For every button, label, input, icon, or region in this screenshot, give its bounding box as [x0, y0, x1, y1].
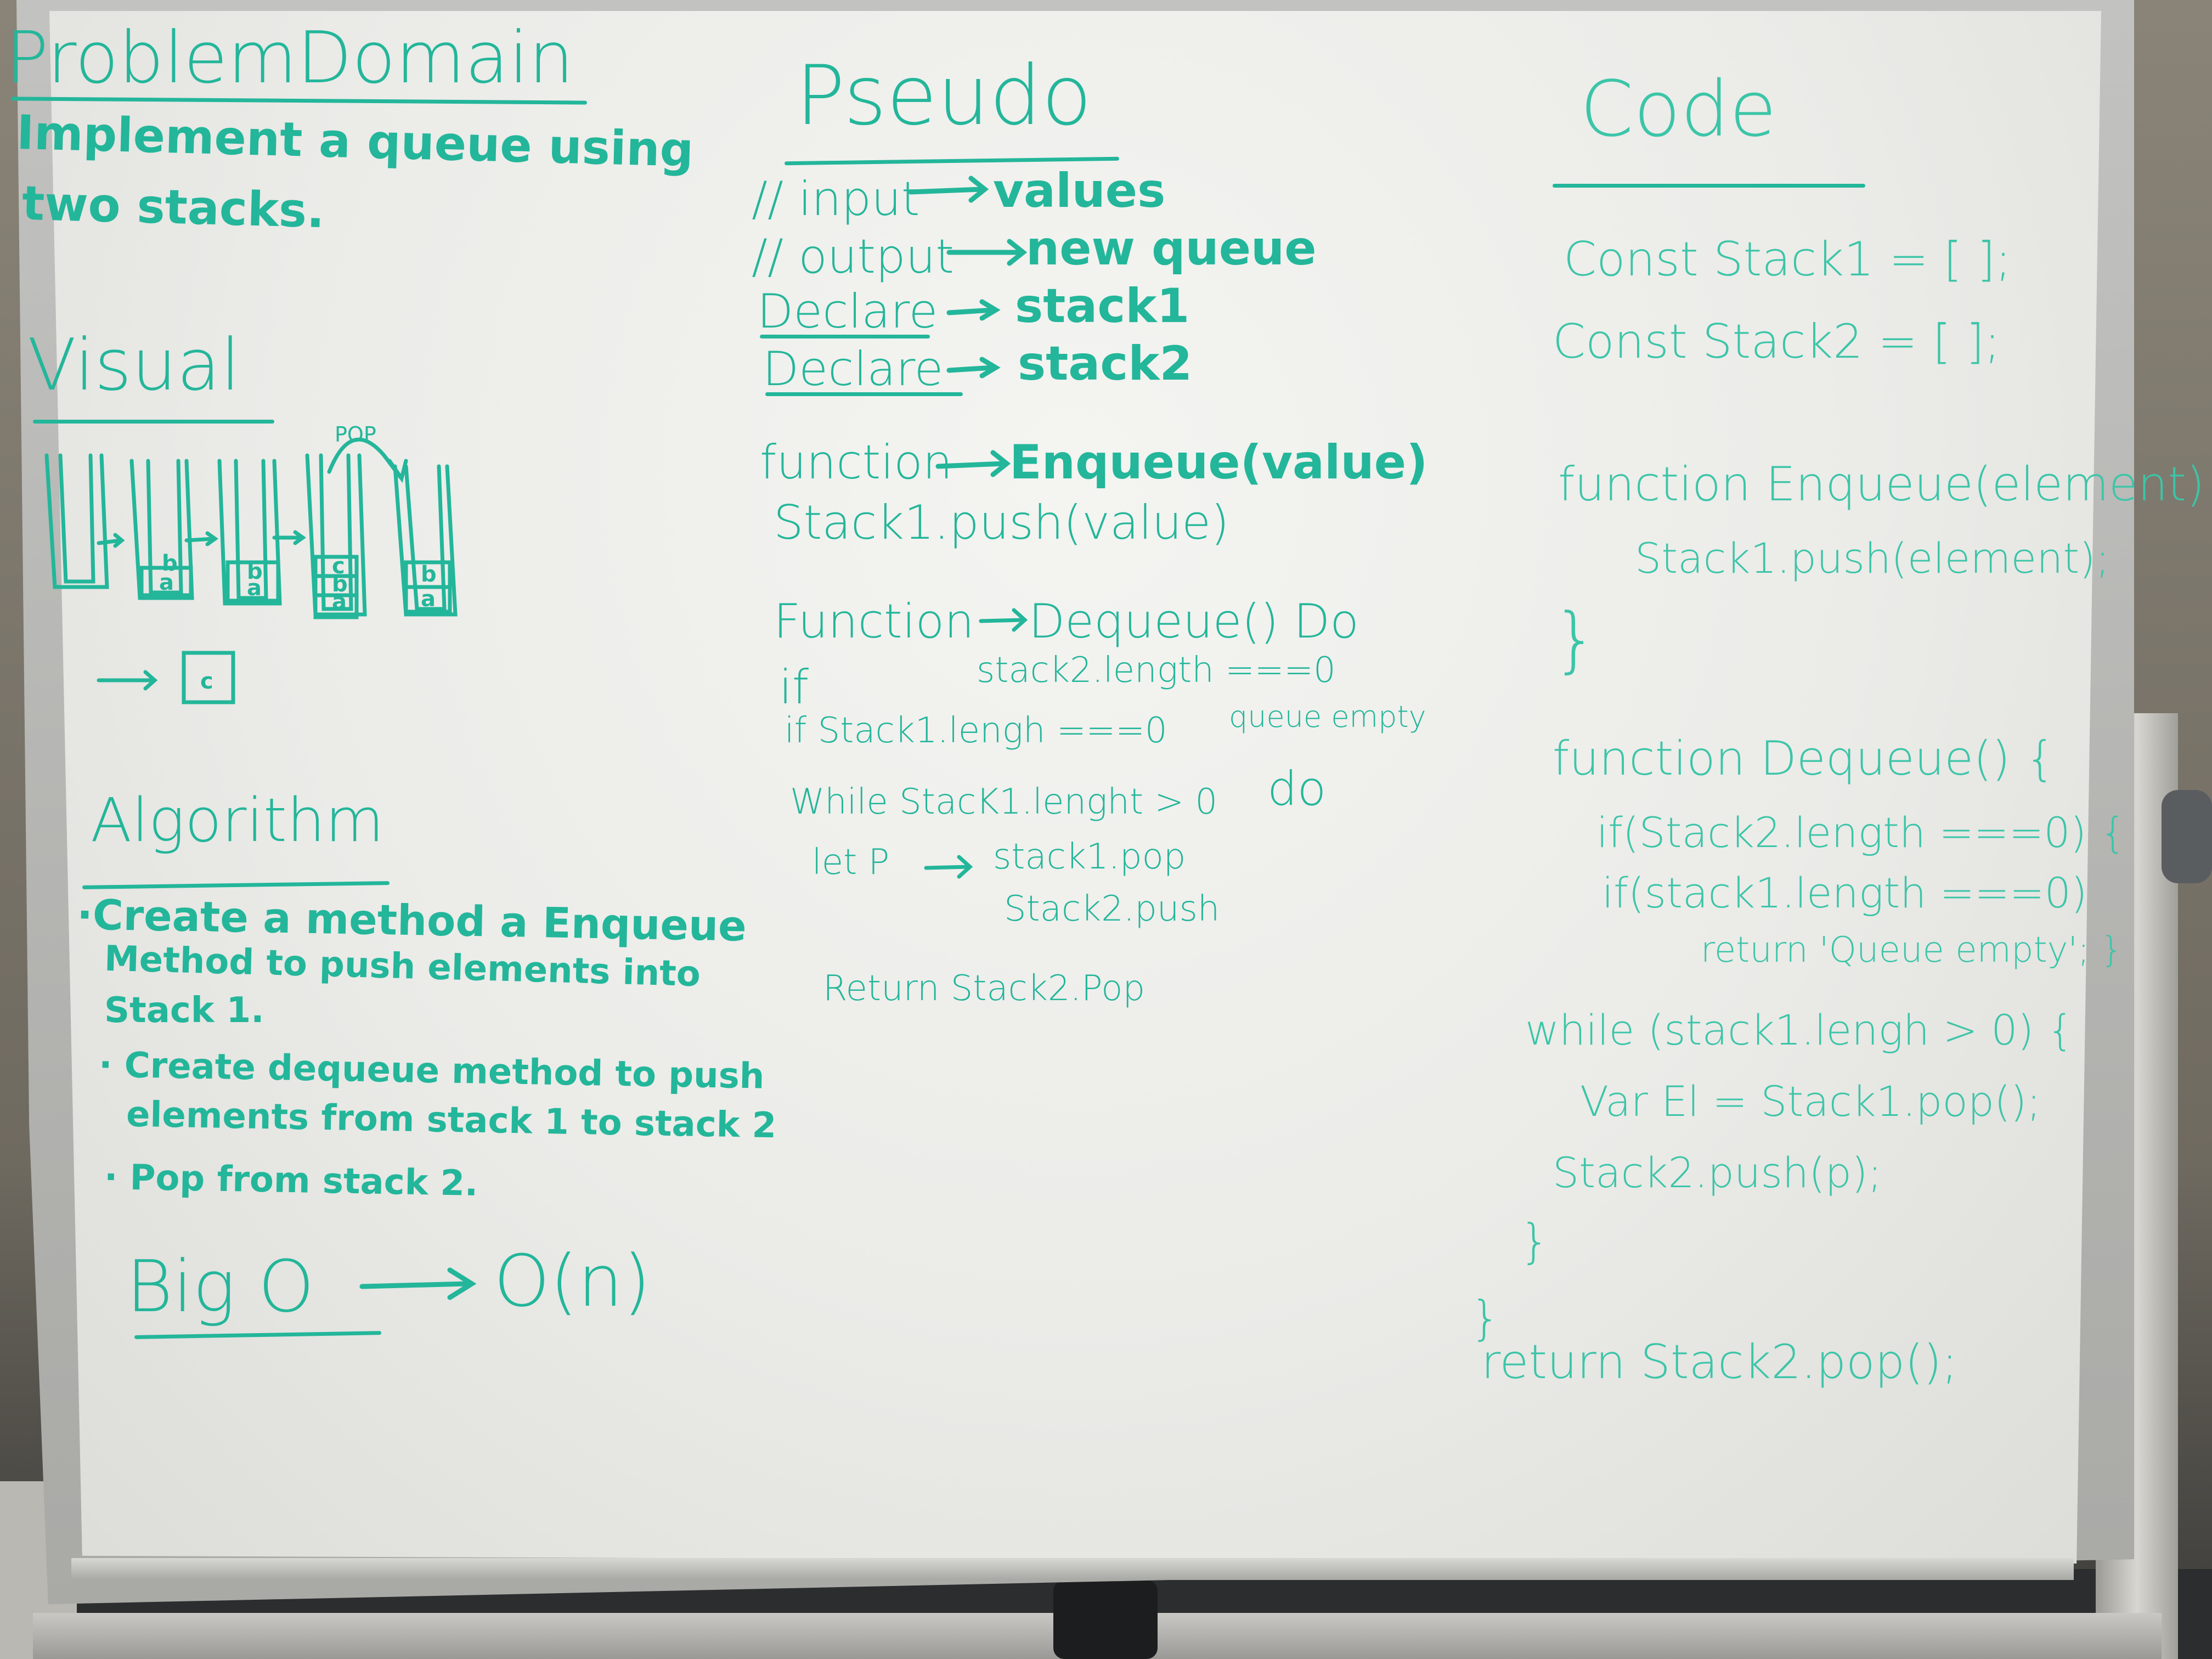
code-line-return-queue-empty: return 'Queue empty'; } — [1701, 930, 2123, 970]
code-underline — [1553, 184, 1865, 188]
algorithm-heading: Algorithm — [91, 785, 384, 855]
pseudo-stack2: stack2 — [1018, 336, 1193, 391]
stack5-item-b: b — [421, 562, 437, 587]
pseudo-stack1-push: Stack1.push(value) — [774, 495, 1229, 550]
pseudo-if-stack1-empty: if Stack1.lengh ===0 — [785, 710, 1167, 751]
visual-heading: Visual — [27, 323, 241, 407]
code-line-var-el: Var El = Stack1.pop(); — [1580, 1077, 2041, 1126]
big-o-value: O(n) — [494, 1239, 651, 1323]
pop-label: POP — [335, 422, 376, 447]
algorithm-item-1-end: Stack 1. — [104, 990, 264, 1031]
pseudo-input-comment: // input — [752, 172, 920, 227]
pseudo-while-loop: While StacK1.lenght > 0 — [790, 782, 1218, 822]
pseudo-enqueue-sig: Enqueue(value) — [1009, 435, 1428, 490]
pseudo-output-value: new queue — [1026, 221, 1317, 276]
pseudo-function-enqueue-kw: function — [760, 435, 953, 490]
stack-diagram: a b a b a b c a b c POP — [44, 422, 458, 704]
code-line-return-stack2-pop: return Stack2.pop(); — [1481, 1335, 1958, 1390]
code-line-close-brace-3: } — [1470, 1291, 1500, 1346]
pseudo-dequeue-arrow — [979, 608, 1028, 632]
code-line-if-stack2: if(Stack2.length ===0) { — [1596, 808, 2126, 857]
dequeued-item-c: c — [200, 669, 213, 694]
stand-knob — [2162, 790, 2212, 883]
problem-domain-heading: ProblemDomain — [5, 16, 574, 99]
pseudo-let-arrow — [924, 855, 973, 879]
pseudo-stack1-pop: stack1.pop — [993, 837, 1186, 877]
pseudo-stack2-push: Stack2.push — [1004, 889, 1220, 929]
code-line-function-enqueue: function Enqueue(element) { — [1558, 457, 2212, 512]
pseudo-declare-1: Declare — [757, 284, 938, 339]
pseudo-stack2-length-check: stack2.length ===0 — [977, 650, 1336, 691]
big-o-label: Big O — [126, 1245, 314, 1328]
pseudo-enqueue-arrow — [935, 450, 1011, 477]
algorithm-item-3: · Pop from stack 2. — [104, 1157, 479, 1204]
pseudo-dequeue-sig: Dequeue() Do — [1029, 594, 1359, 649]
stack2-item-b: b — [162, 551, 178, 576]
pseudo-queue-empty-note: queue empty — [1229, 699, 1426, 734]
code-line-close-brace-2: } — [1520, 1214, 1550, 1269]
code-heading: Code — [1580, 65, 1777, 154]
code-line-const-stack1: Const Stack1 = [ ]; — [1564, 232, 2011, 287]
pseudo-input-value: values — [993, 163, 1166, 218]
pseudo-declare-2: Declare — [763, 342, 944, 397]
code-line-const-stack2: Const Stack2 = [ ]; — [1553, 314, 2000, 369]
marker-tray — [71, 1558, 2074, 1580]
pseudo-if-1: if — [779, 660, 809, 715]
pseudo-return-stack2-pop: Return Stack2.Pop — [823, 968, 1146, 1009]
stack3-item-a: a — [247, 575, 262, 601]
pseudo-declare-1-underline — [760, 335, 930, 338]
code-line-stack2-push: Stack2.push(p); — [1553, 1148, 1882, 1197]
code-line-function-dequeue: function Dequeue() { — [1553, 731, 2056, 786]
pseudo-do: do — [1267, 761, 1327, 816]
problem-text-line-2: two stacks. — [21, 176, 326, 239]
whiteboard-surface — [49, 11, 2101, 1564]
stand-center-clip — [1053, 1580, 1158, 1659]
code-line-stack1-push: Stack1.push(element); — [1635, 534, 2110, 583]
pseudo-heading: Pseudo — [795, 48, 1092, 144]
visual-underline — [33, 420, 274, 424]
stack2-item-a: a — [159, 570, 174, 595]
algorithm-item-1: ·Create a method a Enqueue — [76, 890, 747, 951]
code-line-while: while (stack1.lengh > 0) { — [1525, 1006, 2074, 1054]
algorithm-item-2-cont: elements from stack 1 to stack 2 — [126, 1094, 777, 1147]
code-line-if-stack1: if(stack1.length ===0) — [1602, 868, 2087, 917]
pseudo-output-comment: // output — [752, 229, 954, 284]
pseudo-arrows — [908, 176, 1028, 379]
pseudo-declare-2-underline — [765, 392, 963, 396]
stack4-item-a: a — [332, 589, 347, 614]
code-line-close-brace-1: } — [1553, 597, 1598, 681]
stack4-item-b: b — [332, 572, 348, 597]
pseudo-function-dequeue-kw: Function — [774, 594, 974, 649]
pseudo-let-p: let P — [812, 842, 890, 883]
stack3-item-b: b — [247, 559, 263, 584]
pseudo-stack1: stack1 — [1015, 279, 1190, 334]
big-o-arrow — [359, 1267, 477, 1300]
stack4-item-c: c — [332, 554, 345, 579]
stack5-item-a: a — [421, 586, 436, 612]
